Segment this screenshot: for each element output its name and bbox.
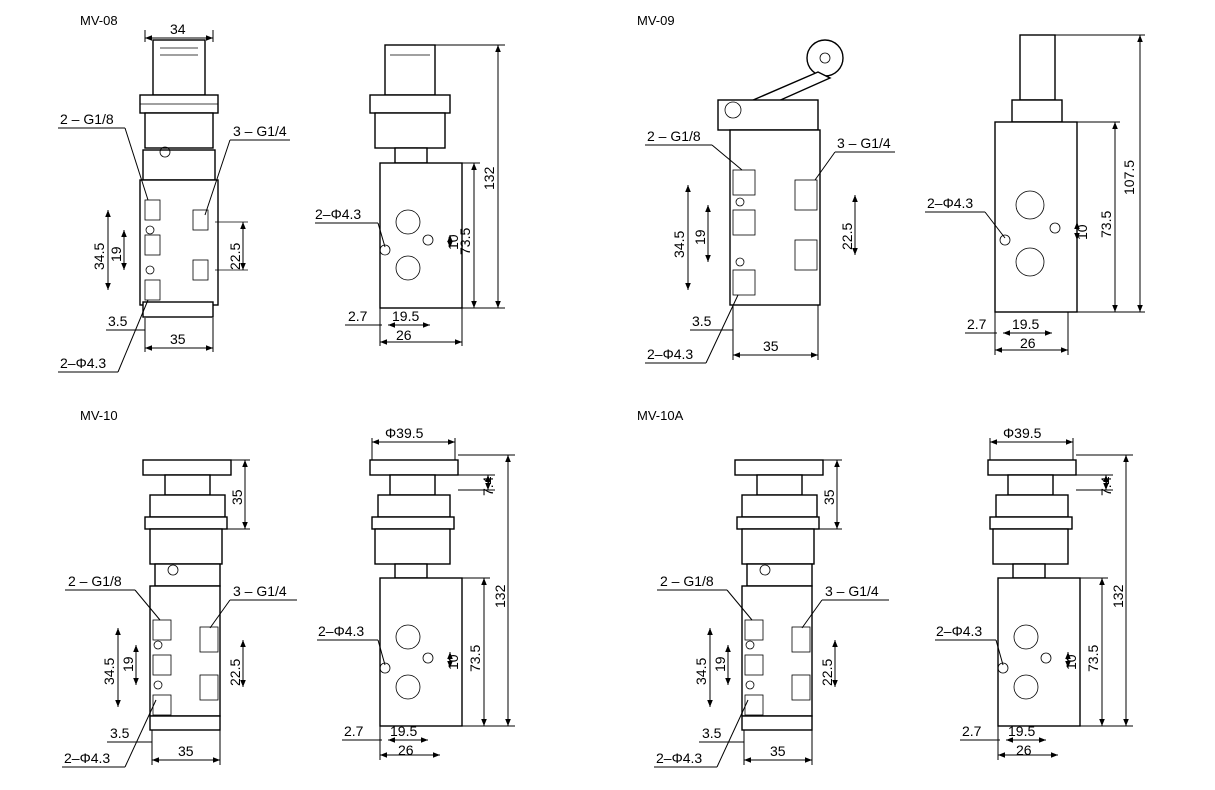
mv09-dim-73-5: 73.5	[1098, 211, 1114, 238]
mv09-dim-22-5: 22.5	[839, 223, 855, 250]
mv10a-side-dim-7-4: 7.4	[1098, 476, 1114, 496]
mv08-dim-10: 10	[445, 234, 461, 250]
mv10-dim-35: 35	[229, 489, 245, 505]
mv08-label-g14: 3 – G1/4	[233, 123, 287, 139]
mv10a-dim-35: 35	[821, 489, 837, 505]
mv09-dim-35: 35	[763, 338, 779, 354]
mv09-front-view	[717, 39, 844, 306]
mv08-title: MV-08	[80, 13, 118, 28]
mv10-drawing: MV-10 35 2 – G1/8 3 – G1/4	[62, 408, 515, 768]
mv08-side-dim-19-5: 19.5	[392, 308, 419, 324]
mv08-dim-34: 34	[170, 21, 186, 37]
mv10a-dim-19: 19	[712, 656, 728, 672]
mv08-dim-35: 35	[170, 331, 186, 347]
mv10-side-view	[369, 459, 463, 727]
mv10a-front-view	[734, 459, 824, 731]
mv10-label-g14: 3 – G1/4	[233, 583, 287, 599]
mv09-label-phi43: 2–Φ4.3	[647, 346, 693, 362]
mv10a-dim-3-5: 3.5	[702, 725, 722, 741]
mv10a-drawing: MV-10A 35 2 – G1/8 3 – G1/4	[637, 408, 1133, 768]
mv08-dim-73-5: 73.5	[457, 228, 473, 255]
mv10-title: MV-10	[80, 408, 118, 423]
mv10a-label-g14: 3 – G1/4	[825, 583, 879, 599]
mv10a-label-phi43: 2–Φ4.3	[656, 750, 702, 766]
mv09-side-view	[994, 34, 1078, 313]
mv10-dim-35-bottom: 35	[178, 743, 194, 759]
mv10-side-dim-26: 26	[398, 742, 414, 758]
mv10a-side-dim-phi39-5: Φ39.5	[1003, 425, 1042, 441]
mv10-side-dim-7-4: 7.4	[480, 476, 496, 496]
mv10a-side-dim-132: 132	[1110, 584, 1126, 608]
mv10-dim-19: 19	[120, 656, 136, 672]
mv08-drawing: MV-08 34 2 – G1/8	[58, 13, 505, 373]
mv10a-side-label-phi43: 2–Φ4.3	[936, 623, 982, 639]
mv08-side-view	[369, 44, 463, 309]
mv10-label-g18: 2 – G1/8	[68, 573, 122, 589]
mv10a-label-g18: 2 – G1/8	[660, 573, 714, 589]
mv10-dim-34-5: 34.5	[101, 658, 117, 685]
mv10-dim-22-5: 22.5	[227, 659, 243, 686]
mv08-dim-22-5: 22.5	[227, 243, 243, 270]
mv09-drawing: MV-09 2 – G1/8 3 – G1/4 34.5 19 22.5	[637, 13, 1145, 364]
mv10a-side-dim-10: 10	[1063, 654, 1079, 670]
mv10-dim-3-5: 3.5	[110, 725, 130, 741]
mv10-side-dim-132: 132	[492, 584, 508, 608]
mv10-side-dim-phi39-5: Φ39.5	[385, 425, 424, 441]
mv09-dim-3-5: 3.5	[692, 313, 712, 329]
mv08-side-dim-2-7: 2.7	[348, 308, 368, 324]
mv08-front-view	[139, 39, 219, 318]
mv09-side-dim-26: 26	[1020, 335, 1036, 351]
mv10-label-phi43: 2–Φ4.3	[64, 750, 110, 766]
mv09-dim-34-5: 34.5	[671, 231, 687, 258]
mv08-side-label-phi43: 2–Φ4.3	[315, 206, 361, 222]
mv10a-side-dim-73-5: 73.5	[1085, 645, 1101, 672]
mv10a-side-dim-2-7: 2.7	[962, 723, 982, 739]
mv10a-dim-34-5: 34.5	[693, 658, 709, 685]
mv10-side-label-phi43: 2–Φ4.3	[318, 623, 364, 639]
mv10-side-dim-19-5: 19.5	[390, 723, 417, 739]
mv10-side-dim-10: 10	[445, 654, 461, 670]
mv10a-side-dim-26: 26	[1016, 742, 1032, 758]
mv10-front-view	[142, 459, 232, 731]
mv08-side-dim-26: 26	[396, 327, 412, 343]
mv09-dim-19: 19	[692, 229, 708, 245]
mv10-side-dim-73-5: 73.5	[467, 645, 483, 672]
mv10a-side-view	[987, 459, 1081, 727]
mv10a-side-dim-19-5: 19.5	[1008, 723, 1035, 739]
mv10a-dim-22-5: 22.5	[819, 659, 835, 686]
mv10a-title: MV-10A	[637, 408, 684, 423]
mv10a-dim-35-bottom: 35	[770, 743, 786, 759]
mv09-dim-107-5: 107.5	[1121, 160, 1137, 195]
mv09-side-dim-2-7: 2.7	[967, 316, 987, 332]
mv08-dim-19: 19	[108, 246, 124, 262]
mv09-dim-10: 10	[1074, 224, 1090, 240]
mv08-dim-132: 132	[481, 166, 497, 190]
mv09-label-g14: 3 – G1/4	[837, 135, 891, 151]
mv08-dim-34-5: 34.5	[91, 243, 107, 270]
mv08-dim-3-5: 3.5	[108, 313, 128, 329]
mv10-side-dim-2-7: 2.7	[344, 723, 364, 739]
mv08-label-g18: 2 – G1/8	[60, 111, 114, 127]
mv09-title: MV-09	[637, 13, 675, 28]
mv08-label-phi43: 2–Φ4.3	[60, 355, 106, 371]
mv09-side-dim-19-5: 19.5	[1012, 316, 1039, 332]
mv09-side-label-phi43: 2–Φ4.3	[927, 195, 973, 211]
mv09-label-g18: 2 – G1/8	[647, 128, 701, 144]
